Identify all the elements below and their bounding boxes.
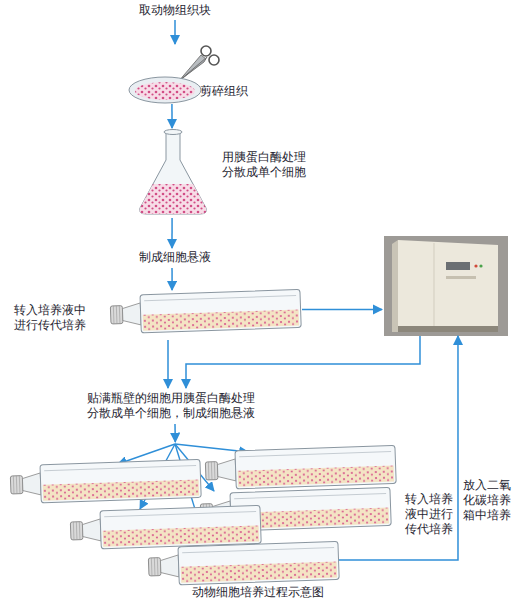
process-step: 用胰蛋白酶处理 分散成单个细胞 bbox=[140, 128, 320, 218]
flow-arrow bbox=[302, 309, 382, 311]
process-step: 取动物组织块 bbox=[120, 2, 230, 20]
step-label: 制成细胞悬液 bbox=[120, 250, 230, 265]
process-step: 剪碎组织 bbox=[128, 44, 258, 104]
display-panel bbox=[446, 262, 470, 270]
process-step: 制成细胞悬液 bbox=[120, 248, 230, 268]
culture-bottle bbox=[70, 505, 261, 550]
step-label: 转入培养液中 进行传代培养 bbox=[14, 303, 92, 333]
co2-incubator bbox=[384, 236, 508, 336]
incubator-front bbox=[398, 240, 498, 332]
conical-flask bbox=[140, 130, 207, 215]
culture-bottle bbox=[10, 459, 201, 504]
figure-caption: 动物细胞培养过程示意图 bbox=[0, 584, 516, 601]
scissor-blade bbox=[178, 55, 206, 82]
culture-bottle bbox=[148, 541, 339, 586]
scissor-handle bbox=[209, 55, 219, 65]
flow-arrow bbox=[174, 424, 176, 442]
indicator-light bbox=[474, 264, 477, 267]
process-step: 贴满瓶壁的细胞用胰蛋白酶处理 分散成单个细胞，制成细胞悬液 bbox=[75, 388, 275, 424]
flask-mouth bbox=[164, 130, 182, 135]
flow-arrow bbox=[174, 20, 176, 44]
flow-arrow bbox=[171, 104, 173, 128]
scissor-handle bbox=[201, 46, 211, 56]
incubator-side bbox=[392, 240, 398, 332]
step-label: 取动物组织块 bbox=[120, 3, 230, 18]
culture-bottle bbox=[110, 289, 301, 334]
step-label: 用胰蛋白酶处理 分散成单个细胞 bbox=[222, 150, 312, 180]
lead-line bbox=[339, 559, 401, 561]
photo-background bbox=[384, 236, 508, 336]
flow-arrow bbox=[401, 336, 458, 560]
culture-bottle bbox=[205, 445, 396, 490]
door-line bbox=[434, 243, 435, 330]
dish-rim bbox=[129, 77, 201, 103]
process-step: 转入培养 液中进行 传代培养 bbox=[5, 442, 401, 590]
flow-arrow bbox=[167, 340, 169, 388]
step-label: 剪碎组织 bbox=[200, 84, 260, 99]
process-step: 转入培养液中 进行传代培养 bbox=[10, 290, 302, 340]
control-strip bbox=[446, 276, 476, 279]
minced-tissue bbox=[135, 82, 195, 100]
flow-arrow bbox=[171, 218, 173, 248]
step-label: 贴满瓶壁的细胞用胰蛋白酶处理 分散成单个细胞，制成细胞悬液 bbox=[87, 391, 265, 421]
arrow-label: 放入二氧 化碳培养 箱中培养 bbox=[463, 478, 515, 523]
step-label: 转入培养 液中进行 传代培养 bbox=[405, 492, 457, 537]
flask-glass bbox=[140, 132, 207, 214]
flow-arrow bbox=[171, 268, 173, 290]
petri-dish bbox=[129, 77, 201, 103]
flow-arrow bbox=[186, 336, 420, 388]
cell-suspension bbox=[140, 184, 207, 214]
indicator-light bbox=[479, 264, 482, 267]
scissors bbox=[178, 46, 219, 82]
process-step bbox=[382, 236, 508, 336]
incubator-base bbox=[398, 326, 498, 332]
scissor-blade bbox=[180, 57, 207, 80]
